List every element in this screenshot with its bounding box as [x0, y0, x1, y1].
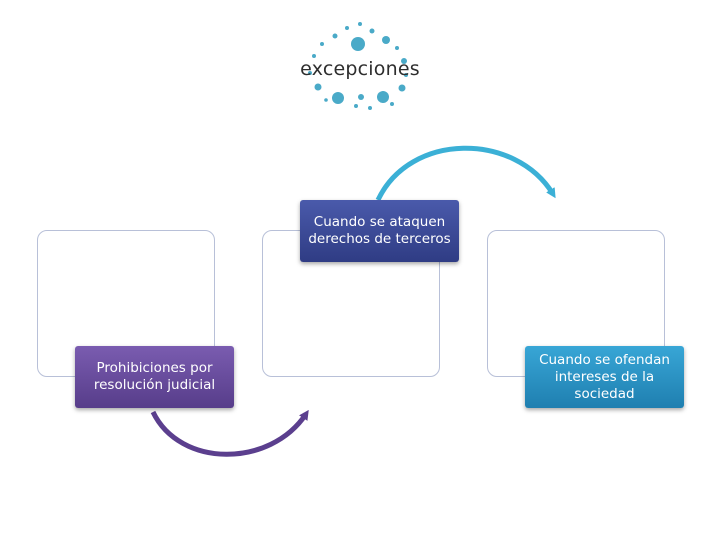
decorative-dot: [395, 46, 399, 50]
decorative-dot: [390, 102, 394, 106]
decorative-dot: [332, 33, 338, 39]
decorative-dot: [369, 28, 375, 34]
decorative-dot: [358, 22, 362, 26]
decorative-dot: [377, 91, 389, 103]
decorative-dot: [354, 104, 358, 108]
decorative-dot: [368, 106, 372, 110]
node-left-label: Prohibiciones por resolución judicial: [75, 346, 234, 408]
decorative-dot: [358, 94, 364, 100]
decorative-dot: [401, 58, 407, 64]
decorative-dot: [351, 37, 365, 51]
decorative-dot: [345, 26, 349, 30]
decorative-dot: [324, 98, 328, 102]
arrow-top-curve: [375, 145, 556, 202]
title-dots-ring: [308, 22, 408, 110]
decorative-dot: [308, 71, 312, 75]
decorative-dot: [332, 92, 344, 104]
decorative-dot: [398, 84, 406, 92]
node-right-label: Cuando se ofendan intereses de la socied…: [525, 346, 684, 408]
decorative-dot: [314, 83, 322, 91]
decorative-dot: [404, 73, 408, 77]
node-top-label: Cuando se ataquen derechos de terceros: [300, 200, 459, 262]
decorative-dot: [312, 54, 316, 58]
decorative-dot: [320, 42, 324, 46]
diagram-title: excepciones: [300, 58, 420, 80]
decorative-dot: [382, 36, 390, 44]
arrow-bottom-curve: [150, 409, 309, 457]
